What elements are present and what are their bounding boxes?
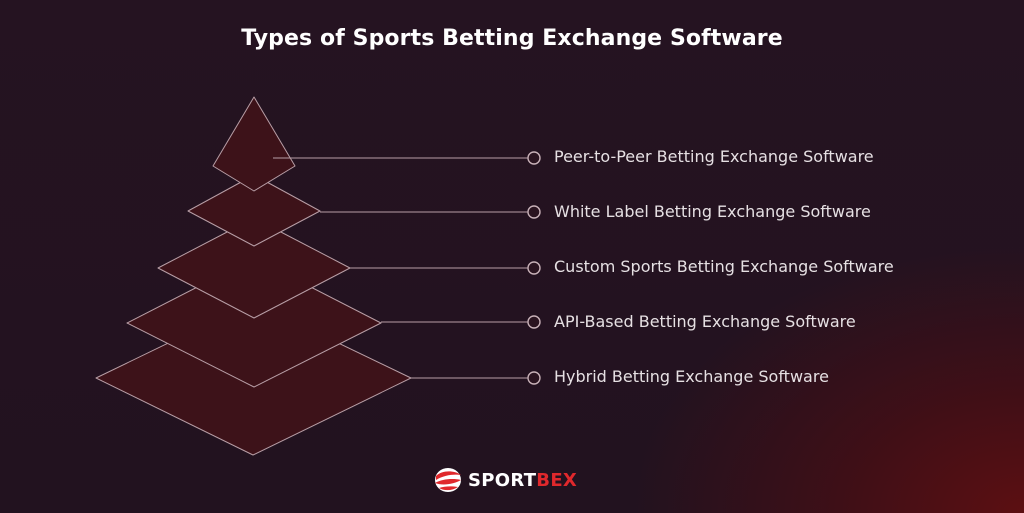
logo-text-sport: SPORT: [468, 469, 537, 491]
connector-dot-4: [527, 315, 541, 329]
level-label-white-label: White Label Betting Exchange Software: [554, 202, 871, 221]
level-label-api-based: API-Based Betting Exchange Software: [554, 312, 856, 331]
pyramid-layer-4: [126, 257, 382, 388]
page-title: Types of Sports Betting Exchange Softwar…: [241, 26, 783, 51]
connector-dot-2: [527, 205, 541, 219]
level-label-hybrid: Hybrid Betting Exchange Software: [554, 367, 829, 386]
logo-text-bex: BEX: [536, 469, 578, 491]
level-label-custom: Custom Sports Betting Exchange Software: [554, 257, 894, 276]
logo-wordmark: SPORTBEX: [468, 470, 577, 491]
brand-logo: SPORTBEX: [432, 466, 577, 494]
connector-dot-3: [527, 261, 541, 275]
logo-mark-icon: [435, 468, 461, 492]
connector-dot-5: [527, 371, 541, 385]
connector-dot-1: [527, 151, 541, 165]
pyramid-layer-2: [187, 174, 321, 247]
pyramid-layer-3: [157, 217, 351, 319]
pyramid-layer-1-apex: [212, 96, 296, 192]
level-label-peer-to-peer: Peer-to-Peer Betting Exchange Software: [554, 147, 874, 166]
